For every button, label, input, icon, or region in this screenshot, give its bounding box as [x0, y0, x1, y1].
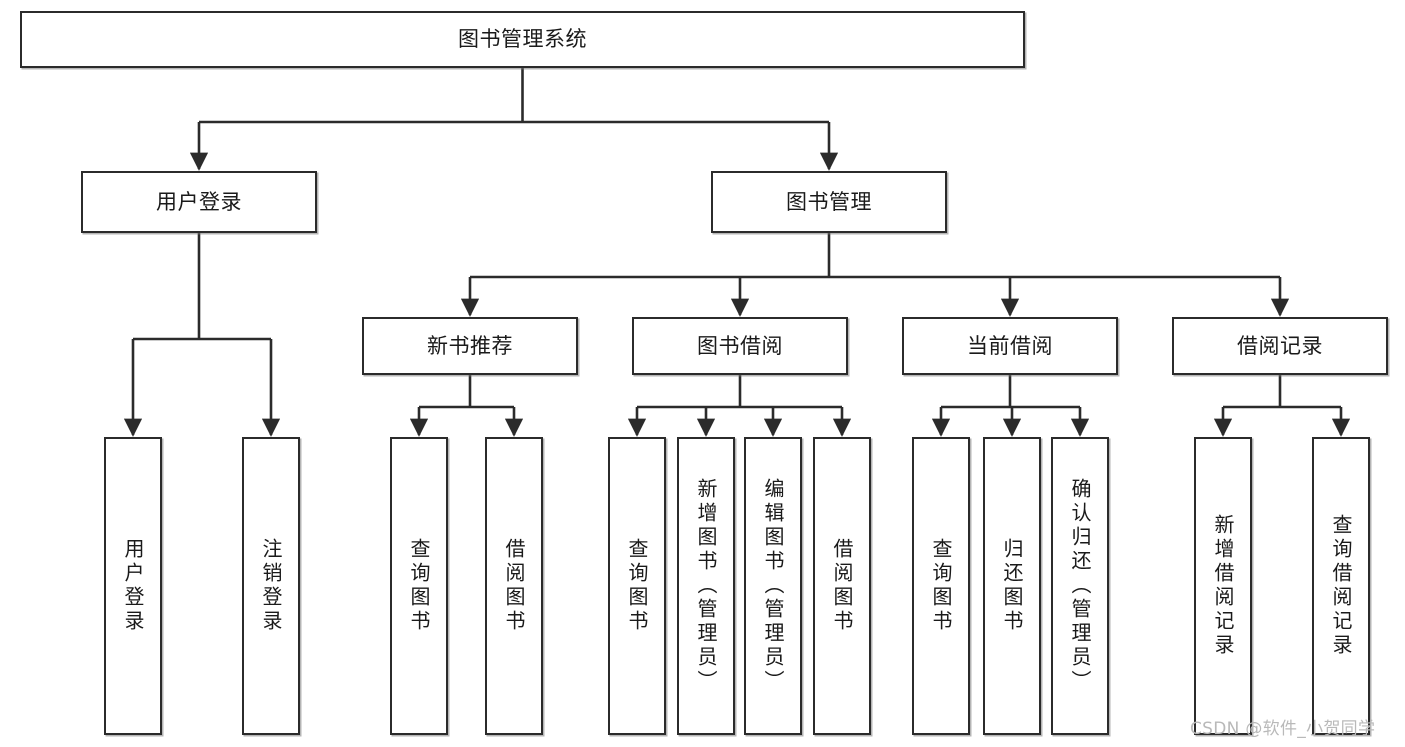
node-label: 查询图书	[929, 538, 953, 634]
node-leaf-edit-book[interactable]: 编辑图书（管理员）	[744, 437, 802, 735]
node-label: 新增图书（管理员）	[694, 478, 718, 694]
node-leaf-query-2[interactable]: 查询图书	[608, 437, 666, 735]
node-leaf-query-1[interactable]: 查询图书	[390, 437, 448, 735]
node-label: 编辑图书（管理员）	[761, 478, 785, 694]
node-label: 借阅图书	[502, 538, 526, 634]
node-user-login[interactable]: 用户登录	[81, 171, 317, 233]
node-leaf-return[interactable]: 归还图书	[983, 437, 1041, 735]
node-label: 图书借阅	[697, 333, 783, 358]
node-leaf-logout[interactable]: 注销登录	[242, 437, 300, 735]
node-label: 借阅记录	[1237, 333, 1323, 358]
node-label: 图书管理系统	[458, 27, 587, 52]
node-label: 新书推荐	[427, 333, 513, 358]
node-label: 新增借阅记录	[1211, 514, 1235, 658]
node-leaf-borrow-1[interactable]: 借阅图书	[485, 437, 543, 735]
node-leaf-query-rec[interactable]: 查询借阅记录	[1312, 437, 1370, 735]
node-label: 借阅图书	[830, 538, 854, 634]
node-label: 查询图书	[625, 538, 649, 634]
node-label: 当前借阅	[967, 333, 1053, 358]
node-label: 查询图书	[407, 538, 431, 634]
node-label: 注销登录	[259, 538, 283, 634]
node-book-borrow[interactable]: 图书借阅	[632, 317, 848, 375]
node-leaf-user-login[interactable]: 用户登录	[104, 437, 162, 735]
node-leaf-confirm[interactable]: 确认归还（管理员）	[1051, 437, 1109, 735]
node-new-book-rec[interactable]: 新书推荐	[362, 317, 578, 375]
node-borrow-record[interactable]: 借阅记录	[1172, 317, 1388, 375]
node-label: 归还图书	[1000, 538, 1024, 634]
node-label: 图书管理	[786, 189, 872, 214]
csdn-watermark: CSDN @软件_小贺同学	[1190, 719, 1376, 739]
node-book-manage[interactable]: 图书管理	[711, 171, 947, 233]
node-label: 用户登录	[156, 189, 242, 214]
node-leaf-query-3[interactable]: 查询图书	[912, 437, 970, 735]
node-leaf-borrow-2[interactable]: 借阅图书	[813, 437, 871, 735]
node-label: 查询借阅记录	[1329, 514, 1353, 658]
node-label: 用户登录	[121, 538, 145, 634]
node-current-borrow[interactable]: 当前借阅	[902, 317, 1118, 375]
node-leaf-add-rec[interactable]: 新增借阅记录	[1194, 437, 1252, 735]
node-leaf-add-book[interactable]: 新增图书（管理员）	[677, 437, 735, 735]
node-root[interactable]: 图书管理系统	[20, 11, 1025, 68]
node-label: 确认归还（管理员）	[1068, 478, 1092, 694]
